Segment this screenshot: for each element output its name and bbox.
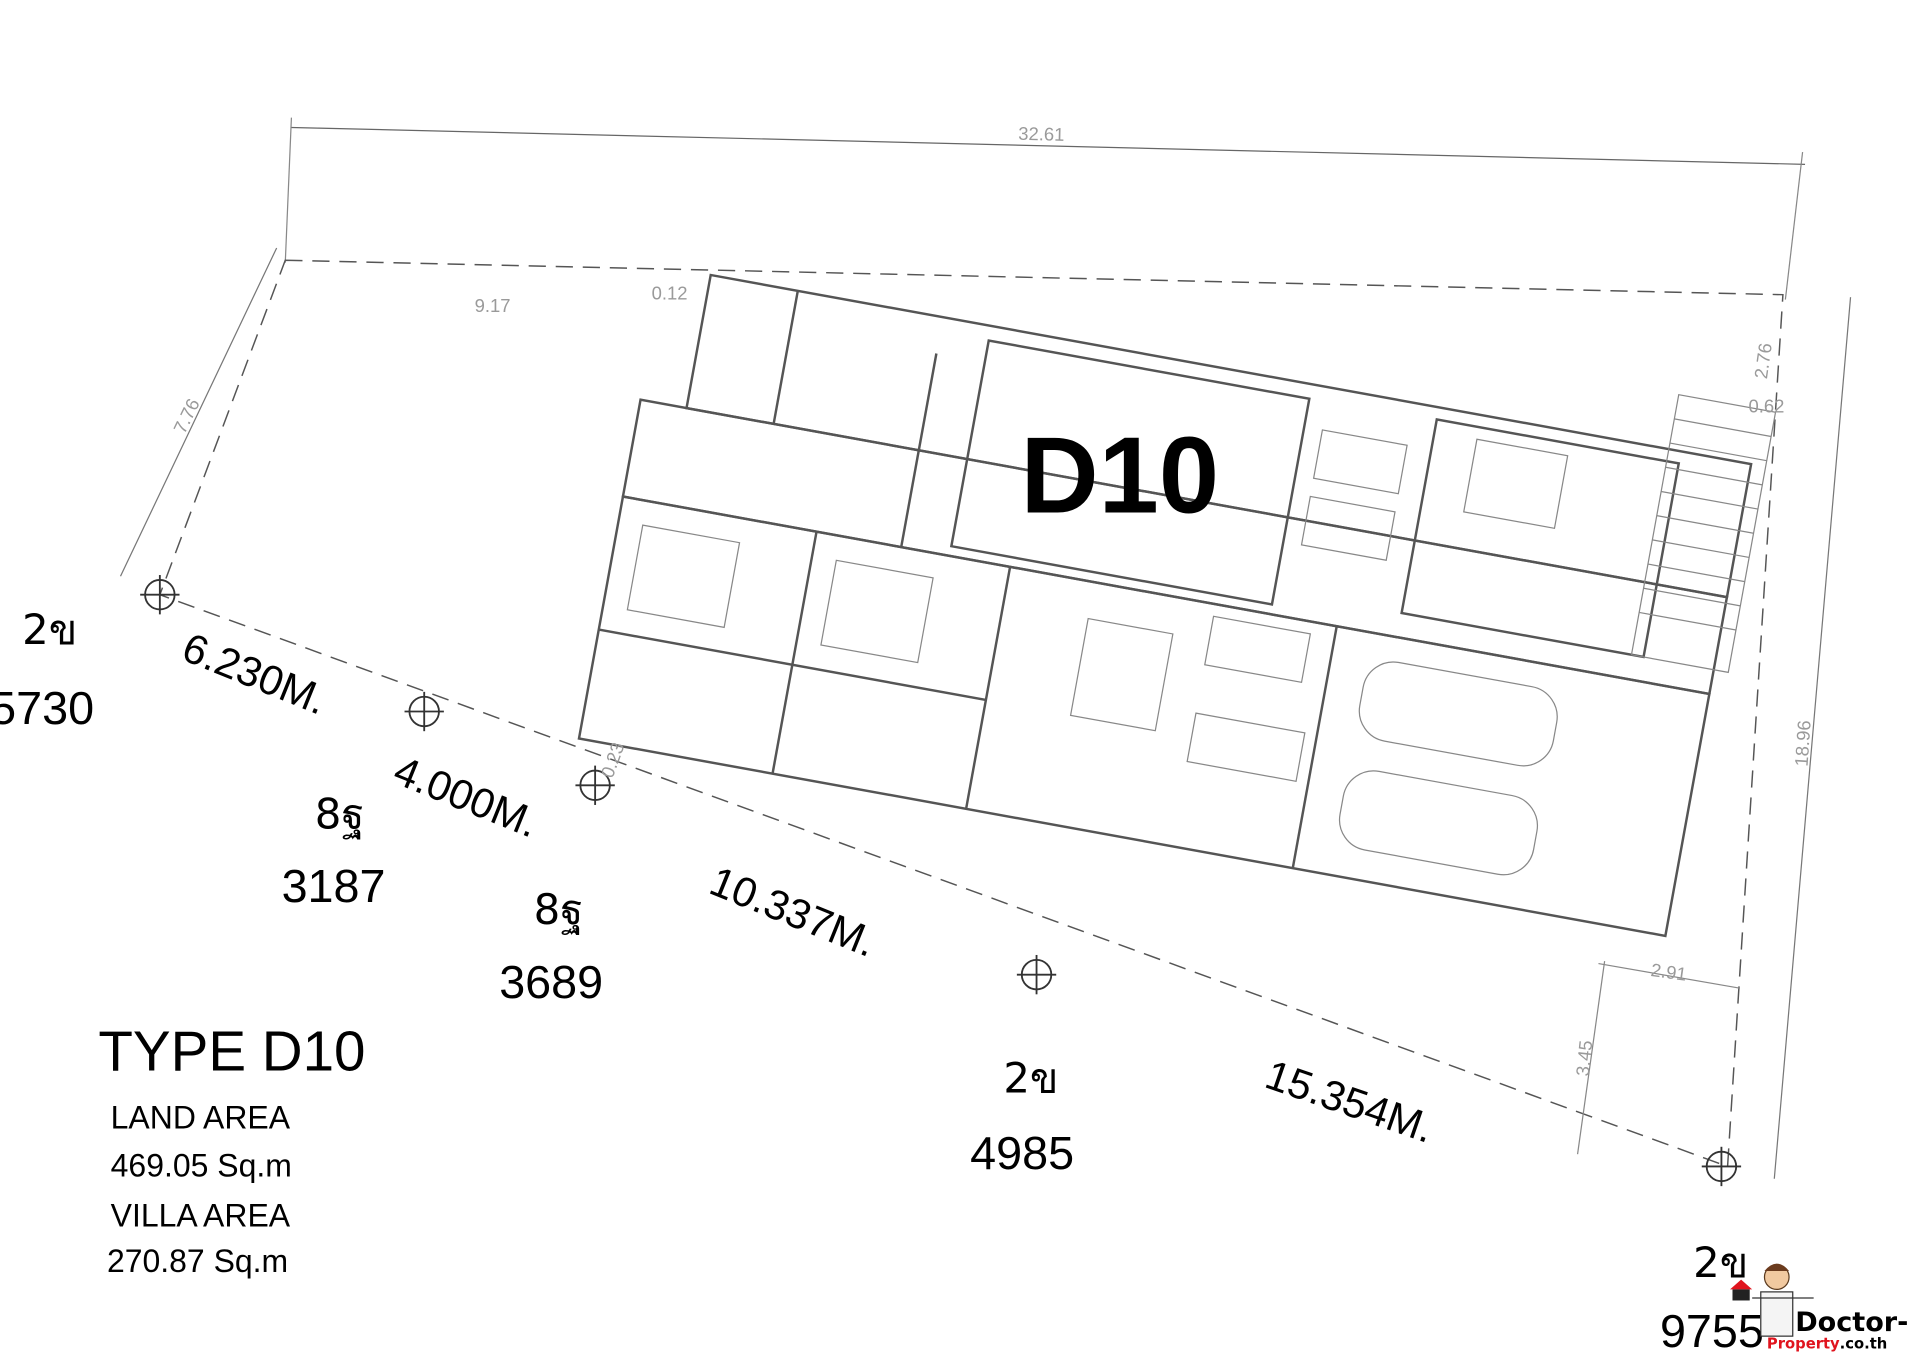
villa-area-label: VILLA AREA xyxy=(111,1198,291,1234)
parcel-sheet: 2ข xyxy=(22,605,77,654)
survey-marker-icon xyxy=(404,691,444,732)
logo-domain: .co.th xyxy=(1840,1335,1888,1352)
property-boundary xyxy=(158,259,1784,1168)
survey-marker-icon xyxy=(1701,1146,1742,1187)
survey-marker-icon xyxy=(1016,954,1057,995)
bottom-right-vertical-line xyxy=(1576,961,1606,1155)
left-dimension-line xyxy=(119,247,278,577)
logo-brand: Property xyxy=(1767,1335,1840,1352)
survey-marker-icon xyxy=(140,575,180,615)
boundary-length: 6.230M. xyxy=(176,623,334,723)
villa-area-value: 270.87 Sq.m xyxy=(107,1243,288,1279)
dimension-top-total: 32.61 xyxy=(1018,123,1065,145)
dimension-bottom-right-vertical: 3.45 xyxy=(1572,1039,1597,1077)
villa-type-title: TYPE D10 xyxy=(98,1020,365,1083)
logo-text-bottom: Property.co.th xyxy=(1767,1335,1887,1352)
land-area-label: LAND AREA xyxy=(111,1099,291,1135)
top-dimension-line: 32.61 xyxy=(284,117,1806,300)
boundary-length: 10.337M. xyxy=(704,857,883,966)
dimension-bottom-right: 2.91 xyxy=(1650,959,1688,985)
parcel-number: 4985 xyxy=(970,1127,1074,1179)
pool xyxy=(949,339,1311,606)
stairs xyxy=(1630,393,1777,674)
dimension-offset-top: 0.12 xyxy=(652,283,688,304)
bed-icon xyxy=(1463,438,1569,530)
sofa-icon xyxy=(1069,617,1174,732)
doctor-property-logo: Doctor- Property.co.th xyxy=(1730,1263,1908,1352)
car-icon xyxy=(1338,770,1539,876)
bottom-right-dimension-line xyxy=(1598,962,1740,989)
logo-text-top: Doctor- xyxy=(1795,1307,1908,1338)
kitchen-island-icon xyxy=(1186,712,1306,783)
parcel-number: 5730 xyxy=(0,682,94,734)
parcel-number: 9755 xyxy=(1660,1305,1764,1357)
right-dimension-line xyxy=(1773,297,1852,1179)
doctor-mascot-icon xyxy=(1730,1263,1814,1337)
parcel-sheet: 8ฐ xyxy=(315,789,365,839)
dimension-right-top: 2.76 xyxy=(1750,342,1776,380)
bed-icon xyxy=(820,559,934,664)
sun-lounger-icon xyxy=(1312,429,1408,495)
floor-plan xyxy=(577,273,1777,938)
dimension-left-side: 7.76 xyxy=(169,395,204,436)
car-icon xyxy=(1358,661,1558,767)
dimension-offset-left: 0.23 xyxy=(596,740,628,781)
dining-table-icon xyxy=(1204,615,1312,684)
parcel-sheet: 8ฐ xyxy=(534,885,584,935)
villa-label: D10 xyxy=(1021,414,1219,535)
land-area-value: 469.05 Sq.m xyxy=(111,1147,292,1183)
survey-marker-icon xyxy=(575,765,615,805)
bed-icon xyxy=(626,524,741,629)
sun-lounger-icon xyxy=(1300,495,1396,561)
dimension-right-side: 18.96 xyxy=(1791,720,1815,767)
boundary-length: 15.354M. xyxy=(1260,1051,1440,1152)
parcel-number: 3187 xyxy=(282,860,386,912)
parcel-sheet: 2ข xyxy=(1693,1238,1748,1287)
dimension-right-offset: 0.62 xyxy=(1748,396,1784,417)
boundary-length: 4.000M. xyxy=(388,746,546,846)
survey-markers xyxy=(140,575,1742,1187)
parcel-number: 3689 xyxy=(499,956,603,1008)
dimension-top-left: 9.17 xyxy=(475,295,511,316)
parcel-sheet: 2ข xyxy=(1003,1054,1058,1103)
